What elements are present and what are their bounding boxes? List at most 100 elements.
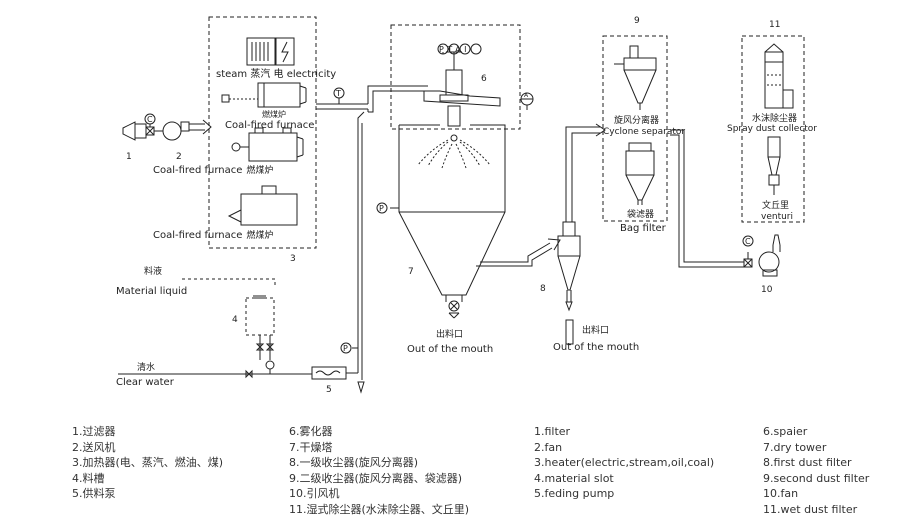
- coal-furnace-1: [221, 82, 307, 108]
- legend-item: 2.送风机: [72, 440, 116, 454]
- inlet-fan: [149, 119, 212, 141]
- num-7: 7: [408, 267, 414, 277]
- outlet2-en-label: Out of the mouth: [553, 342, 639, 353]
- atomizer: [423, 51, 501, 142]
- cyclone-cn-label: 旋风分离器: [614, 114, 659, 126]
- legend-item: 2.fan: [534, 440, 563, 454]
- furnace1-cn-label: 燃煤炉: [262, 109, 286, 119]
- material-slot: [182, 278, 276, 370]
- bag-to-fan-duct: [670, 129, 744, 268]
- outlet1-cn-label: 出料口: [436, 328, 463, 340]
- num-9: 9: [634, 16, 640, 26]
- material-cn-label: 料液: [144, 265, 162, 277]
- water-en-label: Clear water: [116, 377, 175, 388]
- legend-cn-col1: 1.过滤器 2.送风机 3.加热器(电、蒸汽、燃油、煤) 4.料槽 5.供料泵: [72, 424, 223, 502]
- tower-to-cyclone-duct: [476, 238, 561, 267]
- legend-item: 8.first dust filter: [763, 456, 852, 470]
- controller-c2-letter: C: [745, 237, 751, 246]
- pressure-gauge-pump: [340, 342, 352, 354]
- legend-item: 10.fan: [763, 487, 799, 501]
- furnace2-en: Coal-fired furnace: [153, 165, 242, 176]
- legend-item: 5.供料泵: [72, 487, 116, 501]
- spray-dust-collector: [764, 43, 794, 109]
- instrument-i: [470, 43, 482, 55]
- process-flow-diagram: steam 蒸汽 电 electricity 燃煤炉 Coal-fired fu…: [116, 16, 817, 395]
- furnace3-label: Coal-fired furnace 燃煤炉: [153, 229, 273, 241]
- induced-fan: [743, 234, 781, 277]
- controller-c-2: [742, 235, 754, 247]
- legend-item: 6.雾化器: [289, 425, 333, 438]
- clear-water-line: [118, 369, 312, 379]
- legend-item: 9.二级收尘器(旋风分离器、袋滤器): [289, 471, 463, 485]
- instrument-right-letter: A: [524, 92, 529, 99]
- furnace3-en: Coal-fired furnace: [153, 230, 242, 241]
- num-1: 1: [126, 152, 132, 162]
- spray-pattern: [417, 139, 491, 169]
- num-4: 4: [232, 315, 238, 325]
- legend-item: 11.wet dust filter: [763, 502, 858, 516]
- legend-item: 7.干燥塔: [289, 440, 333, 454]
- num-6: 6: [481, 74, 487, 84]
- controller-c-1: [144, 113, 156, 125]
- legend-item: 7.dry tower: [763, 440, 827, 454]
- num-11: 11: [769, 20, 780, 30]
- pressure-gauge-tower: [376, 202, 388, 214]
- spray-en-label: Spray dust collector: [727, 124, 817, 134]
- heater-group-box: [208, 16, 317, 249]
- legend-en-col2: 6.spaier 7.dry tower 8.first dust filter…: [763, 424, 869, 518]
- furnace2-label: Coal-fired furnace 燃煤炉: [153, 164, 273, 176]
- outlet2-cn-label: 出料口: [582, 324, 609, 336]
- first-cyclone: [557, 221, 581, 345]
- legend-item: 3.加热器(电、蒸汽、燃油、煤): [72, 456, 224, 470]
- tower-group-box: [390, 24, 521, 130]
- venturi-en-label: venturi: [761, 212, 793, 222]
- instrument-t: [448, 43, 460, 55]
- legend-item: 9.second dust filter: [763, 471, 870, 485]
- num-3: 3: [290, 254, 296, 264]
- legend-item: 1.过滤器: [72, 425, 116, 438]
- bag-en-label: Bag filter: [620, 223, 667, 234]
- legend-item: 3.heater(electric,stream,oil,coal): [534, 456, 715, 470]
- cyclone-to-bag-duct: [565, 123, 606, 222]
- furnace3-cn: 燃煤炉: [246, 229, 273, 241]
- num-10: 10: [761, 285, 773, 295]
- legend-item: 8.一级收尘器(旋风分离器): [289, 456, 419, 470]
- instrument-p: [437, 43, 449, 55]
- temperature-sensor: [333, 87, 345, 99]
- legend-cn-col2: 6.雾化器 7.干燥塔 8.一级收尘器(旋风分离器) 9.二级收尘器(旋风分离器…: [289, 424, 469, 518]
- cyclone-en-label: Cyclone separator: [603, 127, 685, 137]
- num-8: 8: [540, 284, 546, 294]
- outlet1-en-label: Out of the mouth: [407, 344, 493, 355]
- hot-air-duct: [316, 85, 428, 113]
- legend-item: 4.料槽: [72, 471, 105, 485]
- instruments-top-label: PTAI: [439, 45, 470, 54]
- furnace1-en-label: Coal-fired furnace: [225, 120, 314, 131]
- steam-electricity-label: steam 蒸汽 电 electricity: [216, 67, 336, 80]
- legend-en-col1: 1.filter 2.fan 3.heater(electric,stream,…: [534, 424, 714, 502]
- water-cn-label: 清水: [137, 361, 155, 373]
- electric-heater: [275, 37, 295, 66]
- pressure-tower-letter: P: [379, 204, 384, 213]
- legend-item: 1.filter: [534, 425, 571, 438]
- instrument-a: [459, 43, 471, 55]
- bag-filter-group-box: [602, 35, 668, 222]
- legend-item: 11.湿式除尘器(水沫除尘器、文丘里): [289, 502, 470, 516]
- bag-filter: [625, 142, 655, 205]
- num-2: 2: [176, 152, 182, 162]
- legend-item: 10.引风机: [289, 487, 340, 501]
- venturi-cn-label: 文丘里: [762, 199, 789, 211]
- steam-heater: [246, 37, 276, 66]
- drying-tower: [398, 124, 506, 319]
- coal-furnace-2: [231, 127, 304, 162]
- cyclone-separator: [614, 45, 657, 110]
- furnace2-cn: 燃煤炉: [246, 164, 273, 176]
- temperature-letter: T: [335, 89, 341, 98]
- material-en-label: Material liquid: [116, 286, 187, 297]
- venturi: [767, 136, 781, 195]
- num-5: 5: [326, 385, 332, 395]
- spray-cn-label: 水沫除尘器: [752, 112, 797, 124]
- wet-collector-group-box: [741, 35, 805, 223]
- legend-item: 5.feding pump: [534, 487, 615, 501]
- controller-c1-letter: C: [147, 115, 153, 124]
- coal-furnace-3: [227, 185, 298, 226]
